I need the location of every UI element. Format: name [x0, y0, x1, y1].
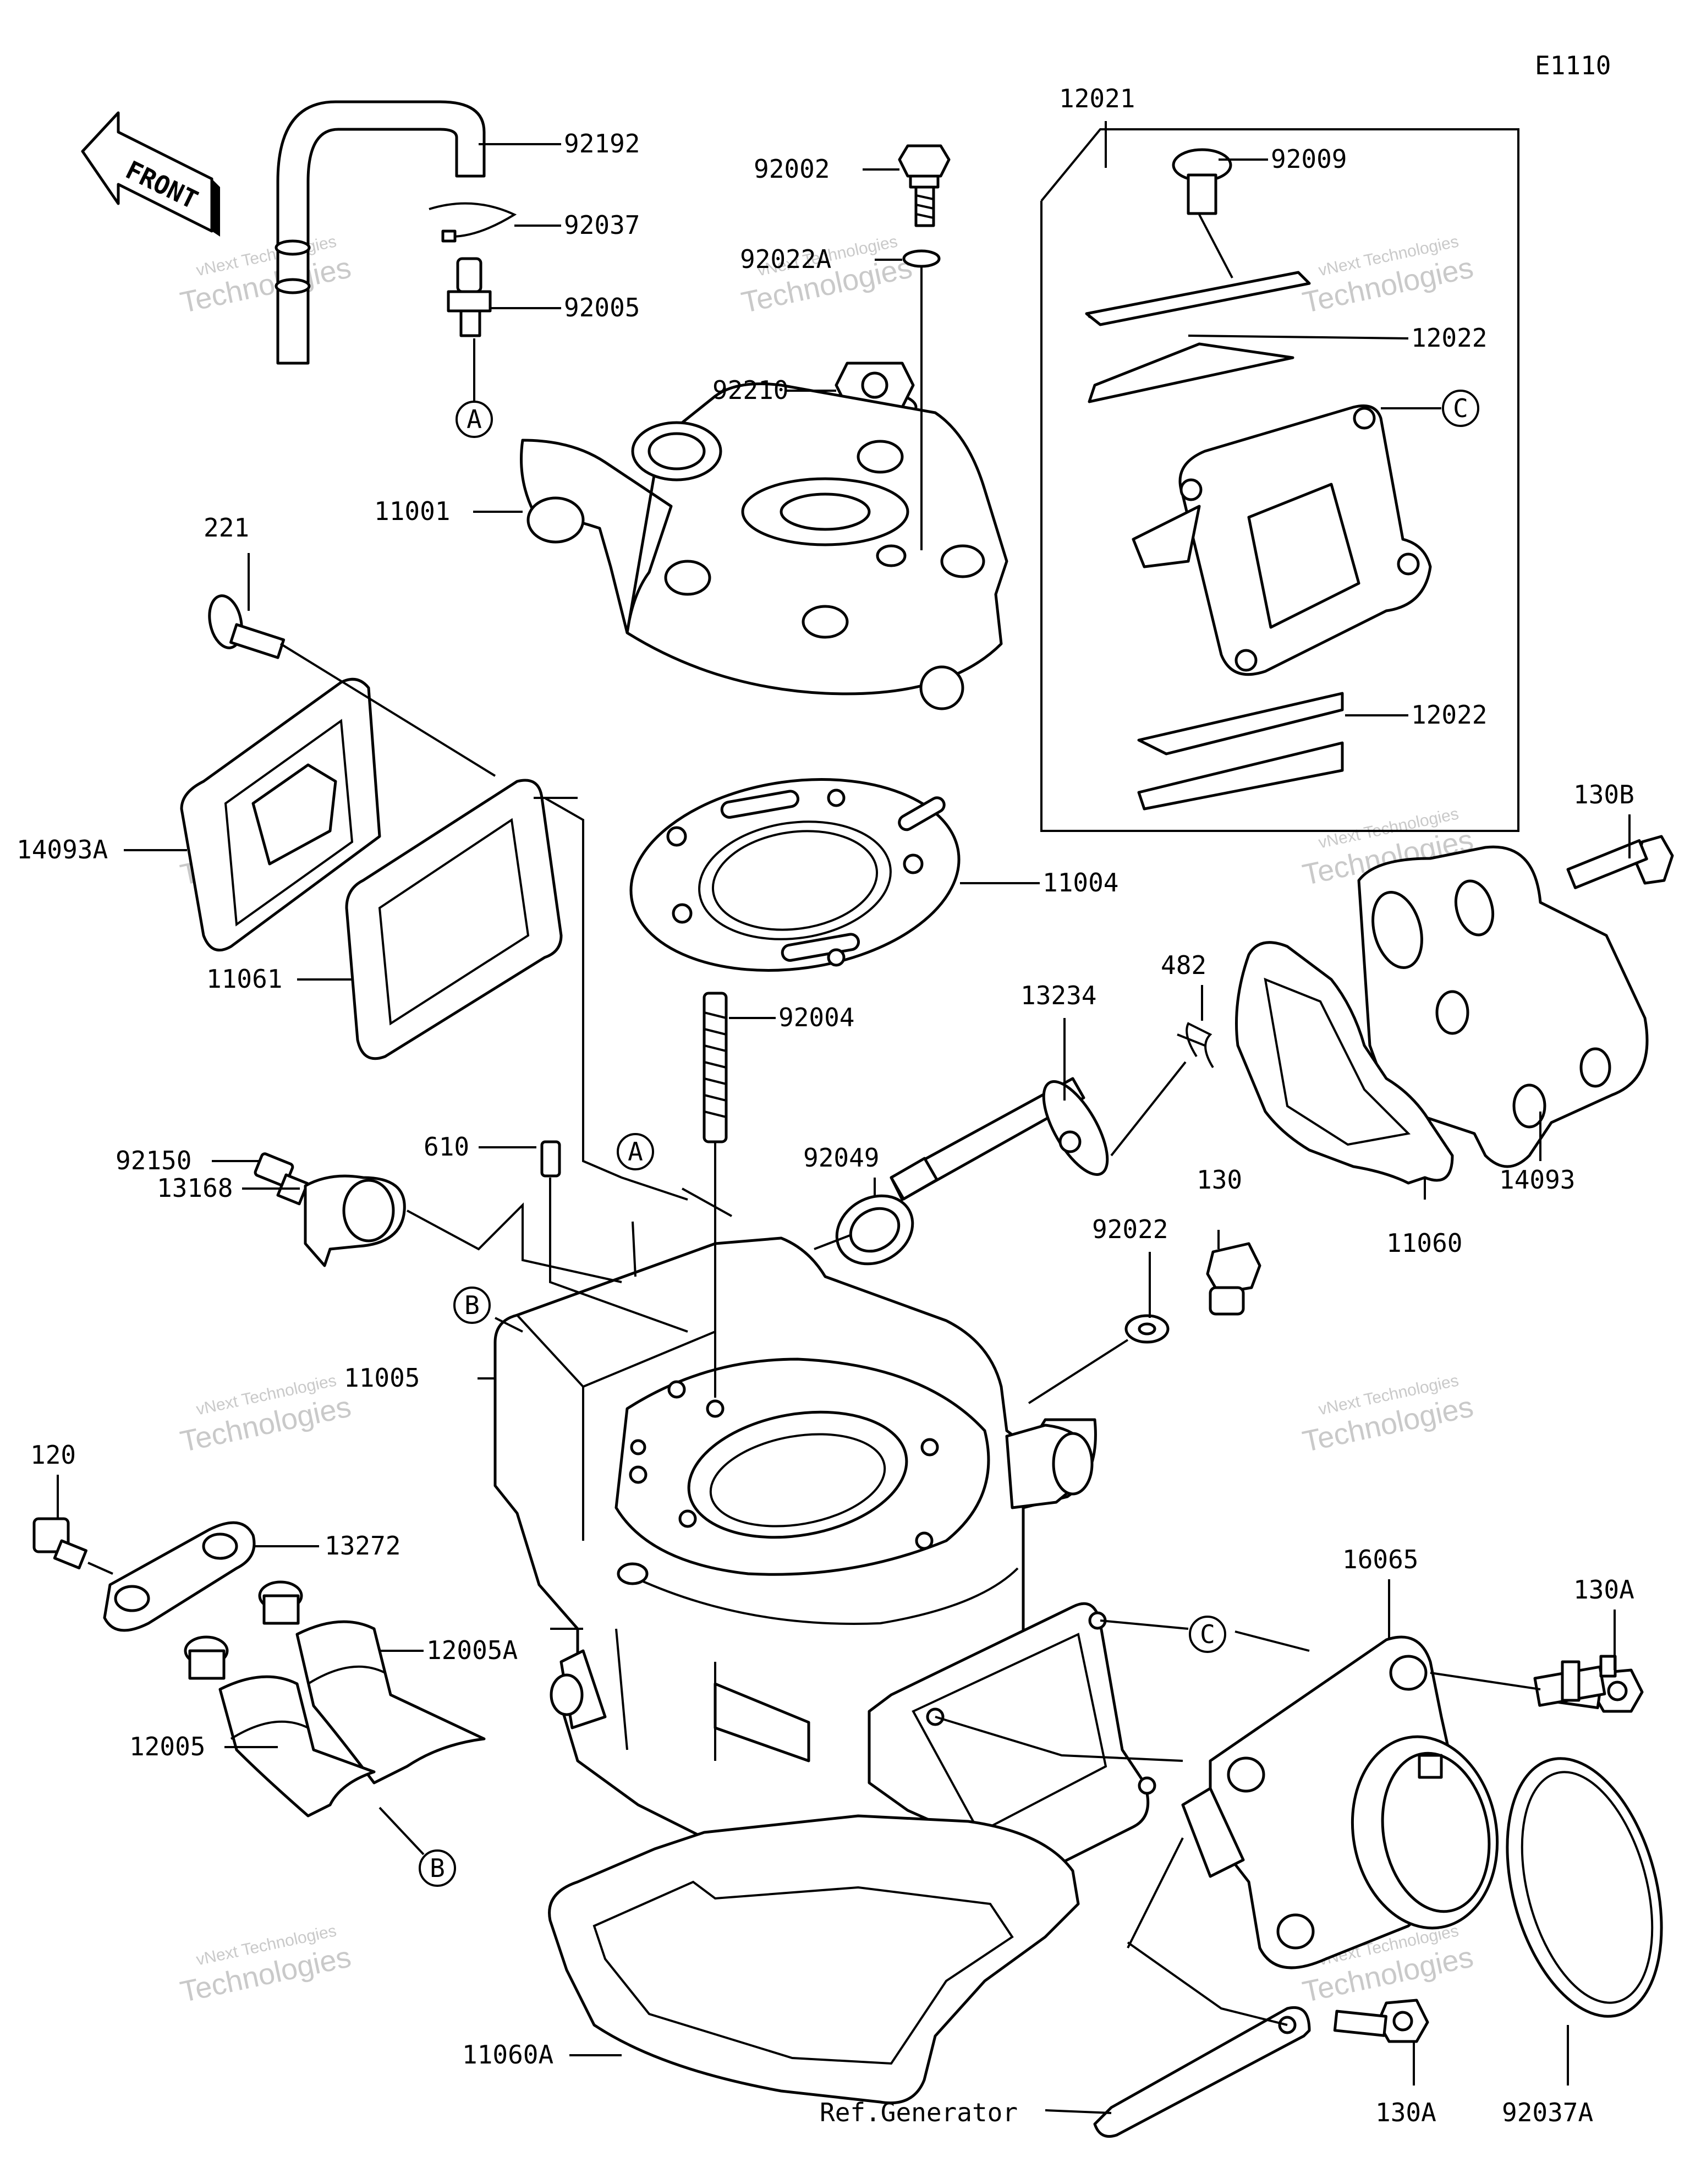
part-label: 14093 — [1499, 1165, 1575, 1195]
part-label: 92022 — [1092, 1214, 1168, 1244]
watermark: vNext Technologies Technologies — [177, 232, 354, 319]
pin-610 — [540, 1140, 561, 1178]
shaft-13234 — [890, 1077, 1109, 1201]
part-labels: 92192 92037 92005 92002 92022A 92210 110… — [17, 84, 1634, 2127]
part-label: 12005A — [426, 1635, 518, 1665]
part-label: 11061 — [206, 964, 282, 994]
stud-92004 — [703, 992, 728, 1143]
reed-stopper-12022 — [1085, 271, 1311, 326]
part-label: 92192 — [564, 129, 640, 158]
part-label: 13272 — [325, 1531, 400, 1561]
watermark: vNext Technologies Technologies — [1299, 1371, 1476, 1458]
bolt-130 — [1206, 1242, 1261, 1316]
callout-a-cyl — [617, 1133, 654, 1170]
hose-92192 — [275, 100, 486, 365]
cover-14093 — [1357, 845, 1649, 1168]
part-label: 482 — [1161, 950, 1206, 980]
watermark: vNext Technologies Technologies — [177, 1371, 354, 1458]
callout-a-top — [456, 401, 493, 438]
part-label: 130A — [1573, 1575, 1634, 1605]
callout-a-top-label: A — [467, 404, 482, 434]
diagram-code: E1110 — [1535, 51, 1611, 80]
part-label: 92004 — [778, 1003, 854, 1032]
cover-14093a — [180, 677, 381, 952]
bolt-130b — [1566, 835, 1674, 889]
part-label: 92150 — [116, 1146, 191, 1175]
lever-13168 — [304, 1174, 406, 1267]
watermark: vNext Technologies Technologies — [177, 1922, 354, 2008]
part-label: 11060A — [462, 2040, 553, 2070]
part-label: 92022A — [740, 244, 831, 274]
part-label: 92009 — [1271, 144, 1347, 174]
part-label: 92049 — [803, 1143, 879, 1173]
plate-13272 — [103, 1521, 256, 1632]
part-label: 11004 — [1042, 868, 1118, 897]
part-label: 92037A — [1502, 2098, 1593, 2127]
callout-b-valve — [419, 1849, 456, 1887]
part-label: 92005 — [564, 293, 640, 322]
watermark: vNext Technologies Technologies — [1299, 232, 1476, 319]
valve-12005 — [184, 1635, 376, 1818]
callout-b-cyl-label: B — [464, 1290, 480, 1320]
callouts: A C A B C B — [419, 390, 1479, 1887]
clip-92037 — [429, 202, 517, 243]
fitting-92005 — [447, 257, 492, 337]
part-label: 130A — [1375, 2098, 1436, 2127]
gasket-11060 — [1235, 941, 1454, 1185]
head-gasket-11004 — [629, 778, 961, 972]
callout-a-cyl-label: A — [628, 1137, 643, 1167]
screw-92150 — [254, 1152, 309, 1206]
part-label: 12021 — [1059, 84, 1135, 113]
part-label: 92002 — [754, 154, 830, 184]
circlip-482 — [1177, 1022, 1214, 1069]
valve-12005a — [258, 1580, 486, 1785]
part-label: 16065 — [1342, 1545, 1418, 1574]
washer-92022 — [1124, 1314, 1170, 1344]
part-label: 11001 — [374, 496, 450, 526]
callout-c-top — [1442, 390, 1479, 427]
screw-221 — [208, 594, 286, 659]
part-label: 11060 — [1386, 1228, 1462, 1258]
part-label: 14093A — [17, 835, 108, 864]
reed-petal-12022 — [1088, 342, 1294, 403]
part-label: 13168 — [157, 1173, 233, 1203]
part-label: 610 — [424, 1132, 469, 1162]
part-label: 12022 — [1411, 323, 1487, 353]
manifold-16065 — [1181, 1635, 1499, 1969]
callout-c-top-label: C — [1453, 393, 1468, 423]
callout-b-cyl — [453, 1287, 491, 1324]
screw-120 — [32, 1517, 88, 1570]
callout-c-cyl — [1189, 1616, 1226, 1653]
ref-generator-label: Ref.Generator — [820, 2098, 1018, 2127]
part-label: 92037 — [564, 210, 640, 240]
part-label: 92210 — [712, 375, 788, 405]
part-label: 130B — [1573, 780, 1634, 809]
front-arrow-icon: FRONT — [81, 111, 220, 237]
clamp-92037a — [1506, 1655, 1663, 2018]
ref-generator-strap — [1093, 1837, 1311, 2138]
part-label: 12005 — [129, 1732, 205, 1761]
washer-92022a — [902, 249, 941, 268]
screw-92009 — [1172, 148, 1232, 215]
cylinder-head-11001 — [520, 382, 1008, 710]
part-label: 120 — [30, 1440, 76, 1470]
bolt-92002 — [898, 144, 951, 227]
part-label: 130 — [1197, 1165, 1242, 1195]
reed-petal-12022b — [1137, 692, 1344, 756]
callout-c-cyl-label: C — [1200, 1619, 1215, 1649]
part-label: 13234 — [1020, 981, 1096, 1010]
seal-92049 — [835, 1194, 914, 1266]
base-gasket-11060a — [548, 1814, 1080, 2105]
bolt-130a-lower — [1333, 1999, 1429, 2043]
gasket-11061 — [345, 779, 563, 1060]
leader-lines — [57, 121, 1631, 2114]
part-label: 11005 — [344, 1363, 420, 1393]
callout-b-valve-label: B — [430, 1853, 445, 1883]
part-label: 12022 — [1411, 700, 1487, 730]
part-label: 221 — [204, 513, 249, 543]
reed-valve-group-12021 — [1040, 128, 1519, 832]
